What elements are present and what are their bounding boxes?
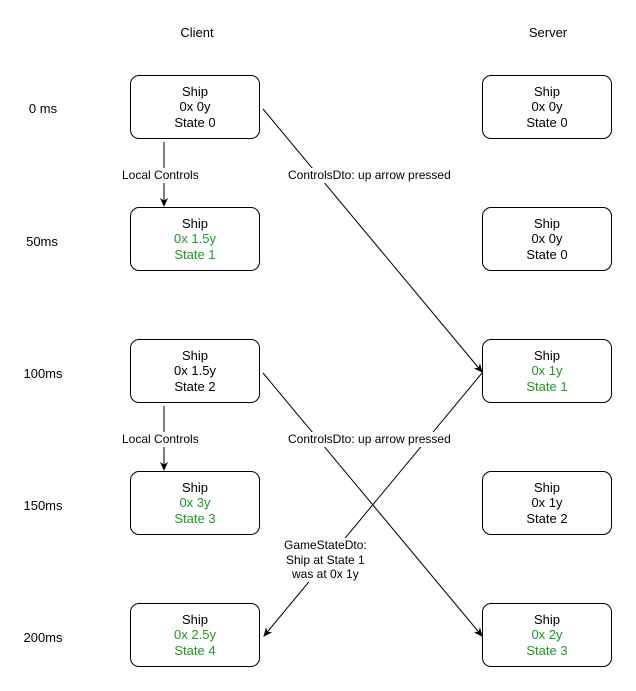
time-label-150: 150ms (23, 498, 63, 513)
client-ship-box-50ms: Ship 0x 1.5y State 1 (130, 207, 260, 271)
client-ship-box-200ms: Ship 0x 2.5y State 4 (130, 603, 260, 667)
game-state-dto-line-2: Ship at State 1 (285, 552, 365, 567)
ship-state: State 3 (174, 510, 216, 526)
ship-title: Ship (181, 215, 209, 231)
ship-title: Ship (181, 83, 209, 99)
ship-title: Ship (533, 347, 561, 363)
controls-dto-arrow-1 (262, 108, 483, 373)
ship-position: 0x 0y (531, 231, 563, 247)
ship-title: Ship (181, 479, 209, 495)
ship-title: Ship (533, 479, 561, 495)
ship-position: 0x 1.5y (174, 231, 216, 247)
ship-title: Ship (533, 215, 561, 231)
ship-state: State 4 (174, 642, 216, 658)
ship-state: State 3 (526, 642, 568, 658)
ship-state: State 1 (174, 246, 216, 262)
controls-dto-label-1: ControlsDto: up arrow pressed (288, 168, 451, 183)
ship-state: State 2 (174, 378, 216, 394)
server-ship-box-0ms: Ship 0x 0y State 0 (482, 75, 612, 139)
ship-title: Ship (181, 611, 209, 627)
server-ship-box-150ms: Ship 0x 1y State 2 (482, 471, 612, 535)
client-ship-box-150ms: Ship 0x 3y State 3 (130, 471, 260, 535)
ship-title: Ship (533, 611, 561, 627)
local-controls-label-1: Local Controls (122, 168, 199, 183)
ship-position: 0x 0y (179, 99, 211, 115)
ship-position: 0x 2y (531, 627, 563, 643)
ship-state: State 0 (526, 246, 568, 262)
ship-position: 0x 0y (531, 99, 563, 115)
ship-title: Ship (181, 347, 209, 363)
game-state-dto-label: GameStateDto: Ship at State 1 was at 0x … (284, 538, 367, 582)
time-label-50: 50ms (26, 234, 58, 249)
controls-dto-label-2: ControlsDto: up arrow pressed (288, 432, 451, 447)
client-ship-box-100ms: Ship 0x 1.5y State 2 (130, 339, 260, 403)
server-ship-box-200ms: Ship 0x 2y State 3 (482, 603, 612, 667)
ship-position: 0x 2.5y (174, 627, 216, 643)
game-state-dto-line-3: was at 0x 1y (292, 567, 359, 581)
ship-position: 0x 1y (531, 495, 563, 511)
ship-position: 0x 1.5y (174, 363, 216, 379)
ship-position: 0x 1y (531, 363, 563, 379)
game-state-dto-arrow (263, 372, 483, 637)
ship-state: State 0 (526, 114, 568, 130)
time-label-200: 200ms (23, 630, 63, 645)
client-ship-box-0ms: Ship 0x 0y State 0 (130, 75, 260, 139)
time-label-0: 0 ms (28, 101, 58, 116)
game-state-dto-line-1: GameStateDto: (284, 538, 367, 552)
ship-state: State 0 (174, 114, 216, 130)
time-label-100: 100ms (23, 366, 63, 381)
ship-position: 0x 3y (179, 495, 211, 511)
server-ship-box-50ms: Ship 0x 0y State 0 (482, 207, 612, 271)
server-ship-box-100ms: Ship 0x 1y State 1 (482, 339, 612, 403)
client-column-header: Client (180, 25, 214, 40)
ship-title: Ship (533, 83, 561, 99)
server-column-header: Server (528, 25, 568, 40)
local-controls-label-2: Local Controls (122, 432, 199, 447)
ship-state: State 2 (526, 510, 568, 526)
ship-state: State 1 (526, 378, 568, 394)
